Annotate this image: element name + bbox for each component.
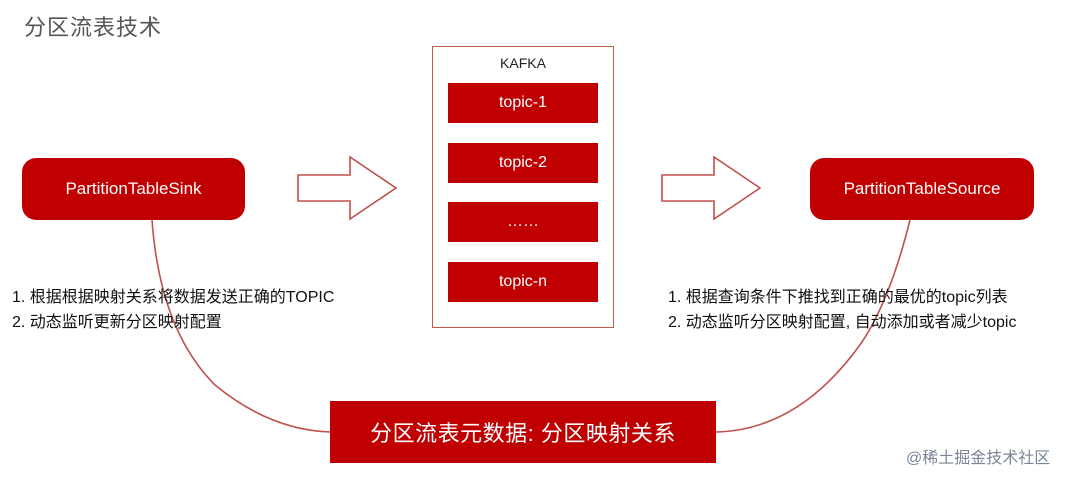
sink-notes-list: 1. 根据根据映射关系将数据发送正确的TOPIC 2. 动态监听更新分区映射配置: [12, 285, 334, 335]
sink-connector-curve: [151, 219, 331, 433]
partition-metadata-box: 分区流表元数据: 分区映射关系: [330, 401, 716, 463]
sink-note-item: 1. 根据根据映射关系将数据发送正确的TOPIC: [12, 289, 335, 306]
topic-label: topic-1: [498, 94, 548, 111]
kafka-topic-box: ……: [448, 202, 598, 242]
topic-label: topic-n: [498, 273, 548, 290]
source-label: PartitionTableSource: [843, 179, 1001, 198]
kafka-topic-box: topic-2: [448, 143, 598, 183]
kafka-label: KAFKA: [500, 55, 546, 71]
partition-table-sink-node: PartitionTableSink: [22, 158, 245, 220]
source-note-item: 2. 动态监听分区映射配置, 自动添加或者减少topic: [668, 314, 1017, 331]
kafka-to-source-arrow: [661, 155, 762, 221]
topic-label: topic-2: [498, 154, 548, 171]
sink-note-item: 2. 动态监听更新分区映射配置: [12, 314, 222, 331]
kafka-topic-box: topic-1: [448, 83, 598, 123]
source-notes-list: 1. 根据查询条件下推找到正确的最优的topic列表 2. 动态监听分区映射配置…: [668, 285, 1016, 335]
kafka-topic-box: topic-n: [448, 262, 598, 302]
source-note-item: 1. 根据查询条件下推找到正确的最优的topic列表: [668, 289, 1008, 306]
source-connector-curve: [715, 219, 911, 433]
sink-label: PartitionTableSink: [65, 179, 202, 198]
metadata-label: 分区流表元数据: 分区映射关系: [370, 421, 676, 446]
page-title: 分区流表技术: [24, 15, 163, 40]
sink-to-kafka-arrow: [297, 155, 398, 221]
partition-table-source-node: PartitionTableSource: [810, 158, 1034, 220]
topic-label: ……: [507, 213, 539, 230]
watermark: @稀土掘金技术社区: [906, 450, 1051, 467]
